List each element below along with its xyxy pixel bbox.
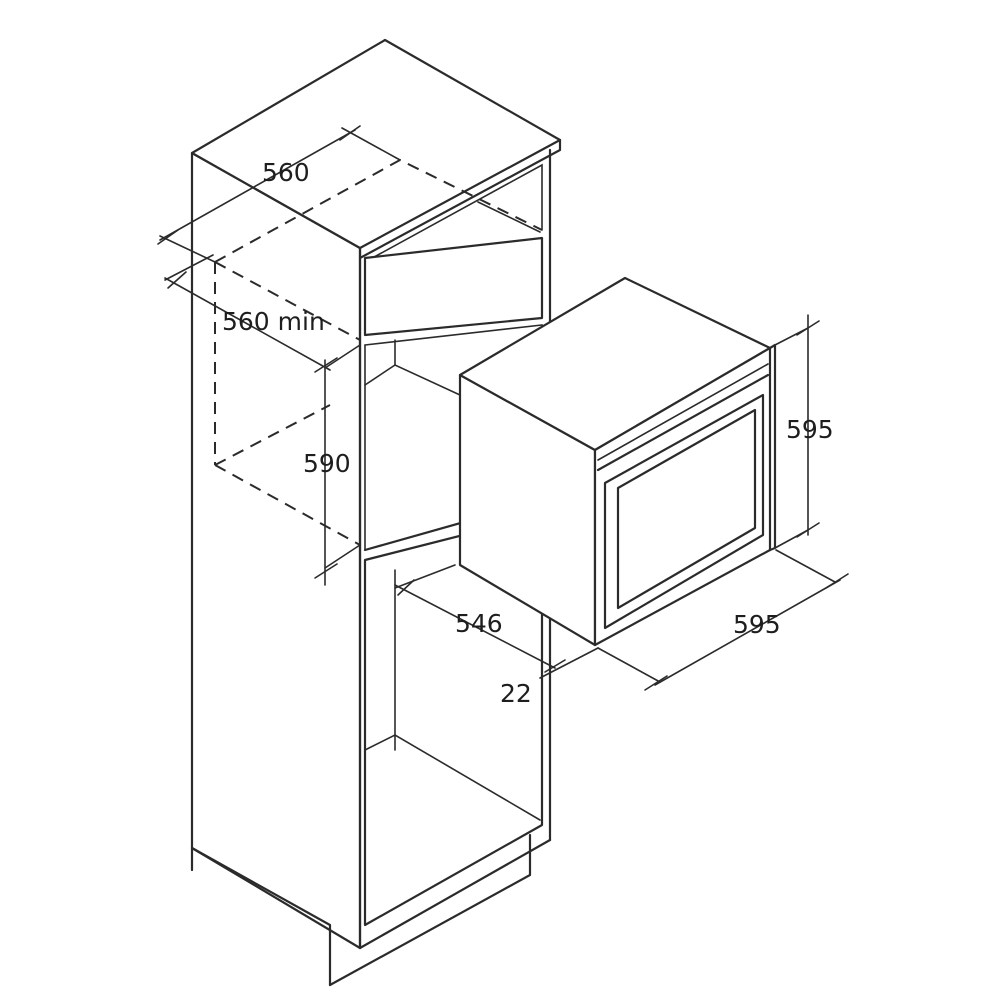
oven-control-panel-top xyxy=(597,363,769,461)
dim-extension-height-bottom xyxy=(324,544,361,569)
cabinet-side-panel xyxy=(190,151,362,950)
dim-line-oven-width xyxy=(654,579,841,686)
upper-shelf-back xyxy=(364,163,543,263)
dim-extension-width-left xyxy=(159,235,216,263)
dimension-lines xyxy=(157,125,849,691)
dim-tick xyxy=(314,357,338,373)
label-oven-width: 595 xyxy=(733,610,781,639)
cabinet-plinth xyxy=(190,846,332,987)
oven-front-edge xyxy=(768,343,777,552)
cavity-dashed-back-bottom xyxy=(214,404,331,466)
cavity-dashed-side-top xyxy=(214,261,361,341)
cavity-shelf-back xyxy=(364,364,461,396)
dim-tick xyxy=(825,573,849,589)
dim-extension-depth-back xyxy=(394,564,456,589)
dim-extension-width xyxy=(341,127,401,161)
label-oven-height: 595 xyxy=(786,415,834,444)
housing-cabinet xyxy=(190,38,562,987)
label-cavity-height: 590 xyxy=(303,449,351,478)
dim-line-oven-depth xyxy=(394,584,556,669)
oven-door-window xyxy=(616,408,757,610)
oven-control-panel-line xyxy=(596,373,770,472)
cabinet-top-edge xyxy=(358,138,562,260)
dim-tick xyxy=(644,675,668,691)
cavity-dashed-side-bottom xyxy=(214,464,361,546)
oven-appliance xyxy=(458,276,777,647)
cabinet-front-bottom-edge xyxy=(358,838,552,950)
dim-extension-width-left xyxy=(597,647,661,683)
dim-tick xyxy=(397,579,415,596)
upper-shelf-floor xyxy=(477,201,541,233)
upper-drawer-panel xyxy=(363,236,544,337)
label-front-offset: 22 xyxy=(500,679,532,708)
dim-line-cavity-depth xyxy=(164,277,331,371)
dim-tick xyxy=(339,125,361,141)
dim-extension-depth xyxy=(164,254,214,281)
label-cavity-depth: 560 min xyxy=(222,307,325,336)
dim-tick xyxy=(544,659,566,673)
dim-tick xyxy=(167,271,187,289)
dim-tick xyxy=(796,522,820,538)
dim-line-front-offset xyxy=(539,647,599,679)
dim-extension-height-top xyxy=(324,344,361,369)
dim-tick xyxy=(796,320,820,336)
lower-compartment-floor xyxy=(364,734,541,821)
label-oven-depth: 546 xyxy=(455,609,503,638)
oven-door-frame xyxy=(603,393,765,630)
dim-tick xyxy=(314,563,338,579)
dimension-labels: 560 560 min 590 595 595 546 22 xyxy=(222,158,834,708)
dim-line-cavity-width xyxy=(159,129,356,241)
label-cavity-width: 560 xyxy=(262,158,310,187)
cabinet-plinth-front xyxy=(328,833,532,987)
dim-extension-width-right xyxy=(775,549,836,583)
dim-tick xyxy=(157,229,179,245)
